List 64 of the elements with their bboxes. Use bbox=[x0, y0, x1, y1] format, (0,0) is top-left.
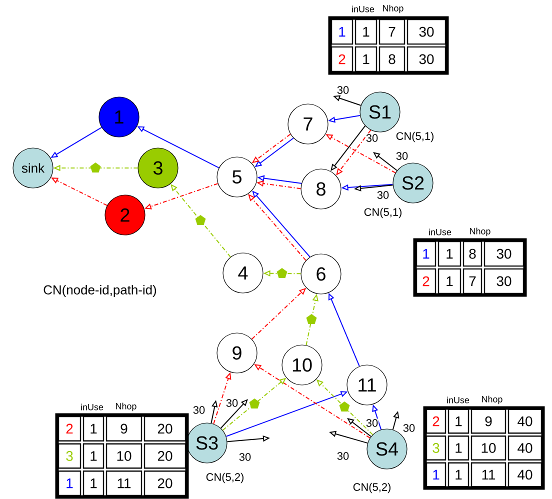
table-cell: 1 bbox=[448, 462, 470, 488]
table-cell: 1 bbox=[438, 268, 462, 294]
table-cell: 10 bbox=[470, 436, 506, 460]
edge-label: 30 bbox=[395, 152, 409, 160]
edge-label: 30 bbox=[192, 406, 206, 414]
node-caption: CN(5,2) bbox=[206, 472, 244, 484]
table-cell: 2 bbox=[330, 46, 354, 72]
table-cell: 11 bbox=[470, 462, 506, 488]
table-cell: 1 bbox=[58, 470, 82, 496]
table-cell: 20 bbox=[144, 470, 186, 496]
arrow bbox=[170, 184, 231, 258]
table-cell: 2 bbox=[426, 408, 446, 434]
column-header: Nhop bbox=[482, 396, 502, 404]
table-cell: 1 bbox=[448, 436, 470, 460]
table-cell: 1 bbox=[426, 462, 446, 488]
table-cell: 1 bbox=[438, 240, 462, 267]
edge-label: 30 bbox=[336, 452, 350, 460]
edge-label: 30 bbox=[225, 398, 239, 408]
table-cell: 2 bbox=[416, 268, 436, 294]
column-header: Nhop bbox=[470, 228, 490, 236]
table-cell: 30 bbox=[406, 18, 446, 45]
edge-label: 30 bbox=[238, 452, 252, 462]
table-cell: 3 bbox=[426, 436, 446, 460]
table-cell: 30 bbox=[484, 268, 524, 294]
arrow bbox=[220, 399, 248, 429]
column-header: inUse bbox=[81, 404, 104, 410]
table-cell: 1 bbox=[354, 46, 378, 72]
table-cell: 1 bbox=[354, 18, 378, 45]
table-cell: 7 bbox=[462, 268, 482, 294]
table-cell: 1 bbox=[82, 470, 104, 496]
table-cell: 1 bbox=[330, 18, 354, 45]
table-cell: 40 bbox=[508, 408, 542, 434]
table-cell: 8 bbox=[462, 240, 482, 267]
table-cell: 30 bbox=[406, 46, 446, 72]
table-cell: 10 bbox=[106, 443, 142, 469]
table-cell: 40 bbox=[508, 436, 542, 460]
table-cell: 2 bbox=[58, 416, 82, 442]
table-cell: 7 bbox=[378, 18, 406, 45]
node-caption: CN(5,1) bbox=[396, 132, 434, 142]
edge-label: 30 bbox=[365, 134, 379, 142]
table-cell: 1 bbox=[82, 416, 104, 442]
table-cell: 20 bbox=[144, 416, 186, 442]
table-cell: 1 bbox=[82, 443, 104, 469]
column-header: Nhop bbox=[116, 402, 136, 412]
table-cell: 11 bbox=[106, 470, 142, 496]
column-header: inUse bbox=[429, 228, 452, 236]
table-cell: 1 bbox=[448, 408, 470, 434]
note-text: CN(node-id,path-id) bbox=[44, 284, 156, 298]
column-header: inUse bbox=[352, 6, 374, 12]
table-cell: 9 bbox=[106, 416, 142, 442]
edge-label: 30 bbox=[376, 190, 390, 200]
table-cell: 3 bbox=[58, 443, 82, 469]
node-caption: CN(5,1) bbox=[364, 208, 402, 218]
column-header: inUse bbox=[447, 396, 470, 404]
table-cell: 1 bbox=[416, 240, 436, 267]
table-cell: 20 bbox=[144, 443, 186, 469]
table-cell: 40 bbox=[508, 462, 542, 488]
edge-label: 30 bbox=[365, 418, 379, 428]
table-cell: 9 bbox=[470, 408, 506, 434]
table-cell: 8 bbox=[378, 46, 406, 72]
node-caption: CN(5,2) bbox=[353, 482, 390, 494]
edge-label: 30 bbox=[336, 86, 350, 94]
table-cell: 30 bbox=[484, 240, 524, 267]
column-header: Nhop bbox=[383, 4, 404, 14]
